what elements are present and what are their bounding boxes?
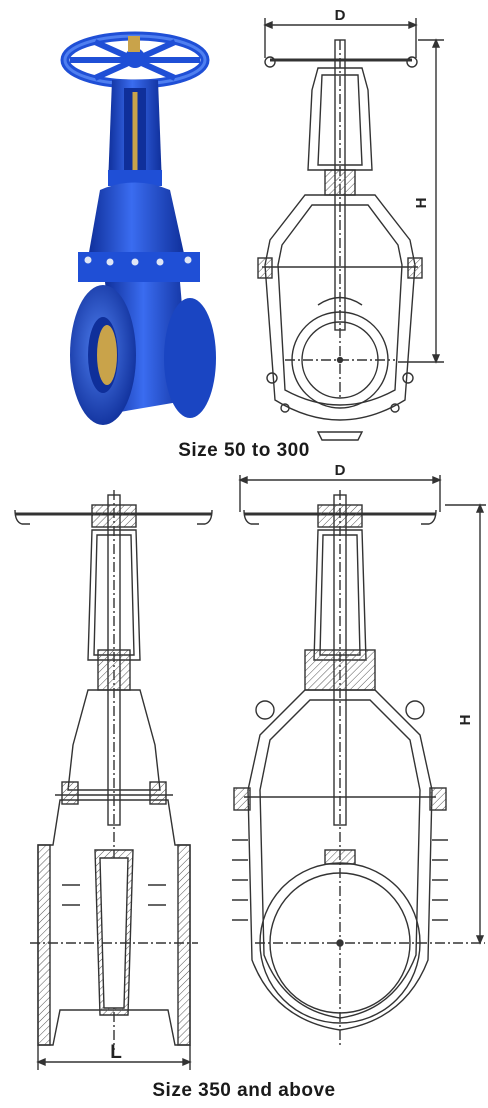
dimension-l-label: L [110,1042,122,1063]
drawing-small-valve [257,18,444,441]
dimension-d-label-bottom: D [335,462,346,479]
valve-render-illustration [60,31,216,425]
drawing-large-valve-section [14,490,213,1070]
dimension-h-label-top: H [413,198,430,209]
dimension-d-label-top: D [335,7,346,24]
drawing-large-valve-front [232,475,486,1045]
caption-size-350-above: Size 350 and above [152,1080,336,1101]
caption-size-50-300: Size 50 to 300 [178,440,310,461]
dimension-h-label-bottom: H [457,715,474,726]
